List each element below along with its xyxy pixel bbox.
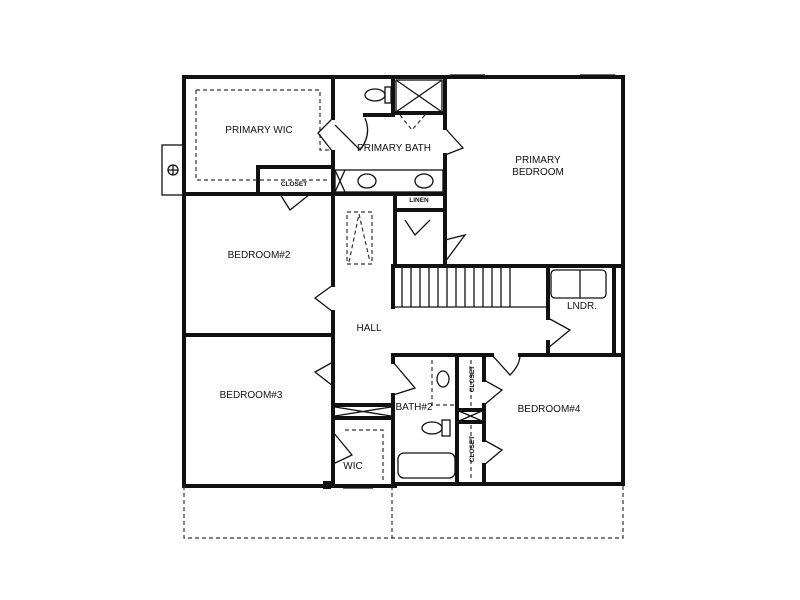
room-label-closet-lower: CLOSET [469,435,476,463]
room-label-bedroom-2: BEDROOM#2 [227,250,291,261]
doors [279,114,572,466]
exterior-vent [161,144,185,196]
room-label-linen: LINEN [409,197,429,204]
room-label-wic: WIC [343,461,363,472]
interior-walls [182,75,625,489]
windows [215,74,615,489]
room-label-closet-upper: CLOSET [469,365,476,393]
room-label-primary-wic: PRIMARY WIC [225,125,293,136]
room-label-bath-2: BATH#2 [395,402,433,413]
room-label-hall: HALL [356,323,382,334]
room-label-primary-bath: PRIMARY BATH [357,143,431,154]
room-label-bedroom-4: BEDROOM#4 [517,404,581,415]
room-label-closet: CLOSET [280,181,308,188]
room-label-bedroom-3: BEDROOM#3 [219,390,283,401]
room-label-primary-bedroom: PRIMARY BEDROOM [512,155,564,178]
stairs [393,266,548,308]
room-label-laundry: LNDR. [566,301,598,312]
